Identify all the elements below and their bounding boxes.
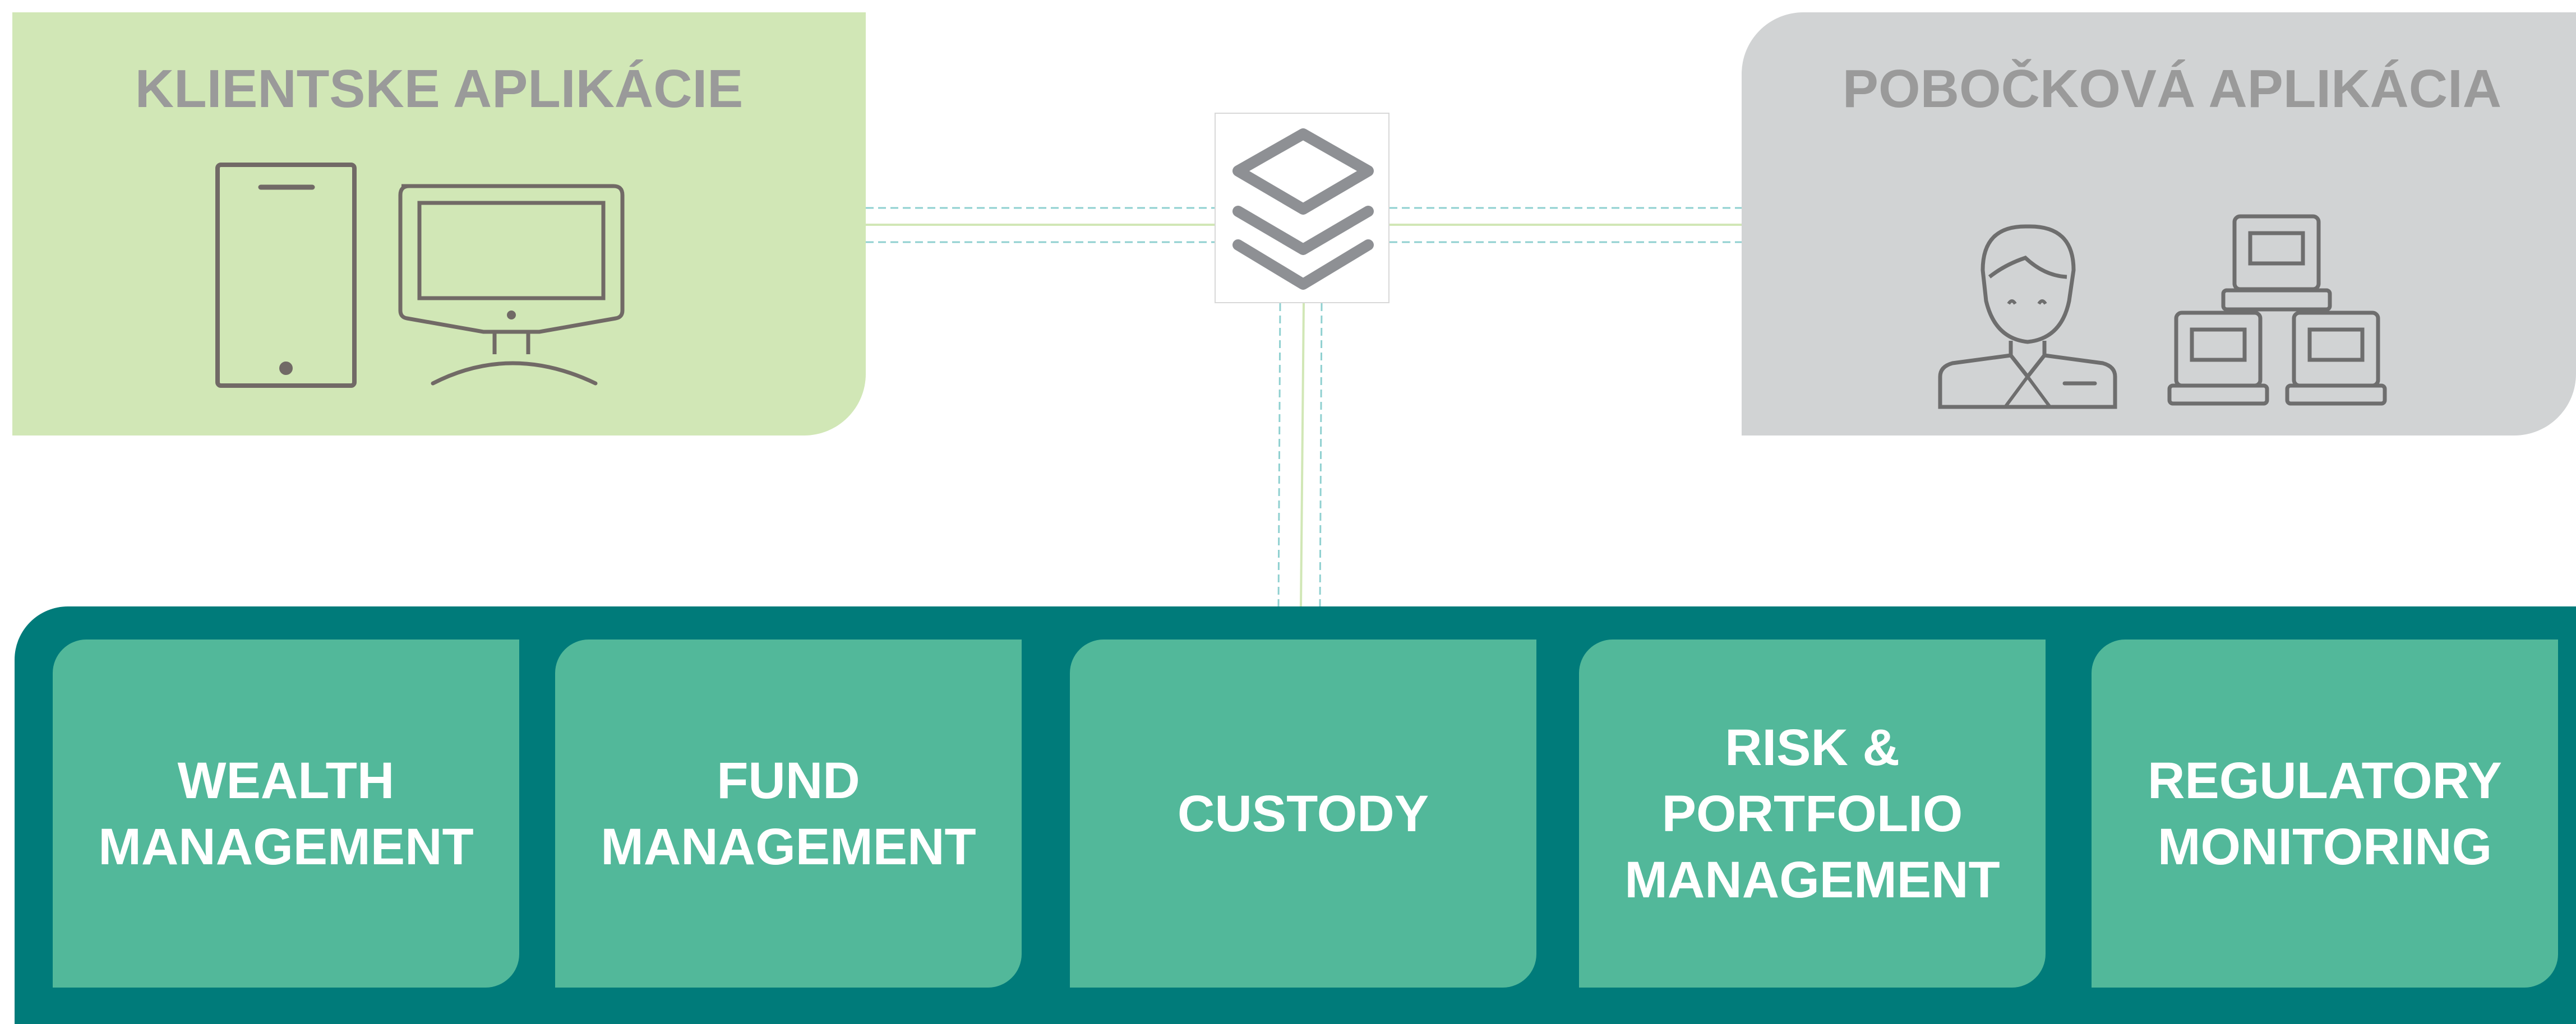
module-wealth-management: WEALTH MANAGEMENT bbox=[53, 640, 519, 988]
integration-hub bbox=[1215, 113, 1389, 303]
branch-application-title: POBOČKOVÁ APLIKÁCIA bbox=[1842, 59, 2502, 119]
layers-stack-icon bbox=[1232, 128, 1374, 290]
client-applications-title: KLIENTSKE APLIKÁCIE bbox=[135, 59, 744, 119]
client-applications-panel: KLIENTSKE APLIKÁCIE bbox=[12, 12, 866, 435]
smartphone-icon bbox=[215, 163, 357, 388]
module-label: WEALTH MANAGEMENT bbox=[98, 752, 474, 875]
branch-application-panel: POBOČKOVÁ APLIKÁCIA bbox=[1742, 12, 2576, 435]
module-risk-portfolio-management: RISK & PORTFOLIO MANAGEMENT bbox=[1579, 640, 2046, 988]
module-label: REGULATORY MONITORING bbox=[2147, 752, 2503, 875]
computer-terminals-icon bbox=[2167, 214, 2387, 406]
module-label: RISK & PORTFOLIO MANAGEMENT bbox=[1624, 719, 2000, 909]
clerk-person-icon bbox=[1938, 224, 2117, 409]
module-label: CUSTODY bbox=[1177, 785, 1429, 842]
module-fund-management: FUND MANAGEMENT bbox=[555, 640, 1022, 988]
module-custody: CUSTODY bbox=[1070, 640, 1536, 988]
desktop-monitor-icon bbox=[398, 184, 625, 386]
module-regulatory-monitoring: REGULATORY MONITORING bbox=[2092, 640, 2558, 988]
module-label: FUND MANAGEMENT bbox=[601, 752, 976, 875]
